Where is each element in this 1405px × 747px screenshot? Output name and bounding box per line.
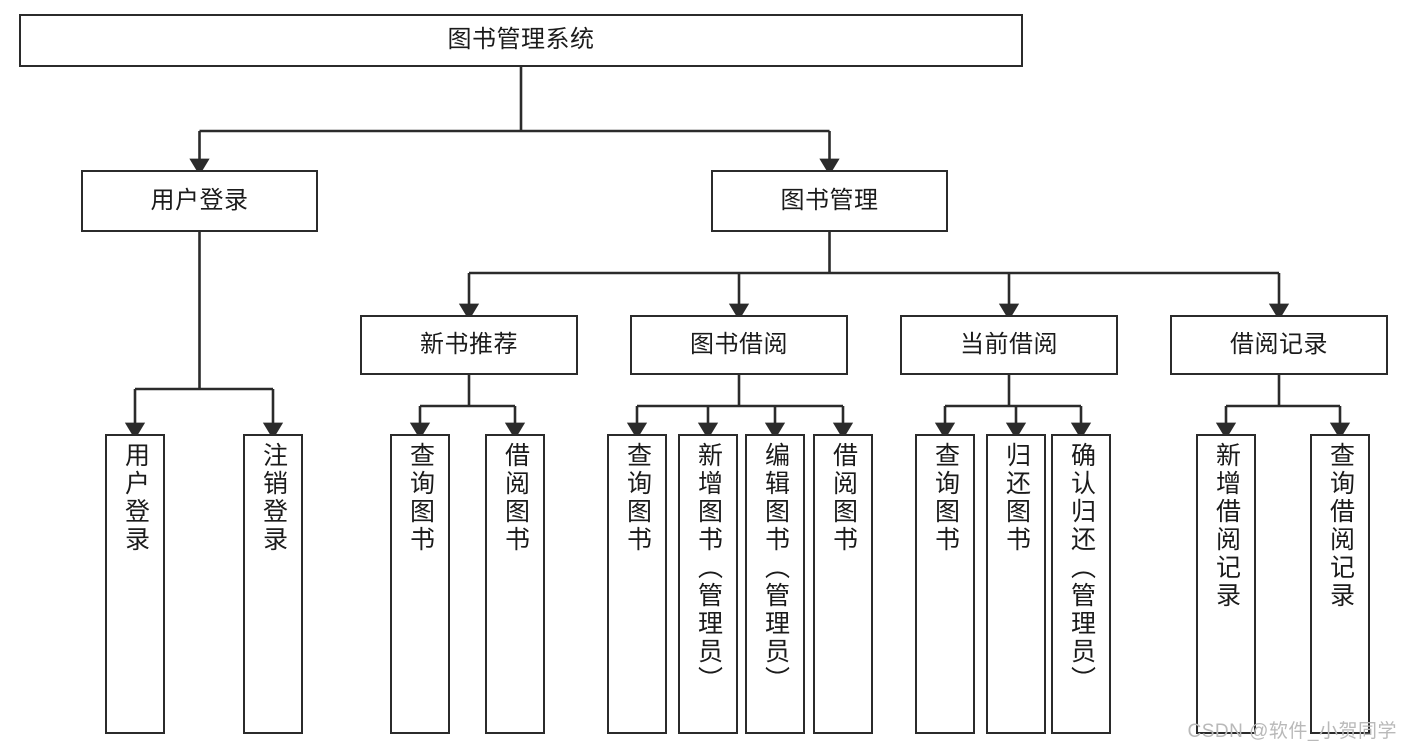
node-label: 确认归还（管理员） <box>1067 442 1096 694</box>
node-label: 新书推荐 <box>420 330 518 358</box>
node-leaf-edit-book[interactable]: 编辑图书（管理员） <box>745 434 805 734</box>
node-leaf-query-book-3[interactable]: 查询图书 <box>915 434 975 734</box>
node-label: 新增图书（管理员） <box>694 442 723 694</box>
node-label: 新增借阅记录 <box>1212 442 1241 610</box>
node-label: 图书借阅 <box>690 330 788 358</box>
node-borrow-record[interactable]: 借阅记录 <box>1170 315 1388 375</box>
node-leaf-borrow-book-2[interactable]: 借阅图书 <box>813 434 873 734</box>
node-leaf-logout[interactable]: 注销登录 <box>243 434 303 734</box>
node-label: 查询借阅记录 <box>1326 442 1355 610</box>
node-leaf-query-book-2[interactable]: 查询图书 <box>607 434 667 734</box>
node-book-manage[interactable]: 图书管理 <box>711 170 948 232</box>
node-leaf-borrow-book-1[interactable]: 借阅图书 <box>485 434 545 734</box>
node-label: 查询图书 <box>406 442 435 554</box>
node-label: 借阅图书 <box>829 442 858 554</box>
node-label: 当前借阅 <box>960 330 1058 358</box>
node-user-login[interactable]: 用户登录 <box>81 170 318 232</box>
node-leaf-query-record[interactable]: 查询借阅记录 <box>1310 434 1370 734</box>
node-leaf-return-book[interactable]: 归还图书 <box>986 434 1046 734</box>
node-label: 归还图书 <box>1002 442 1031 554</box>
node-current-borrow[interactable]: 当前借阅 <box>900 315 1118 375</box>
node-label: 编辑图书（管理员） <box>761 442 790 694</box>
node-label: 借阅图书 <box>501 442 530 554</box>
node-label: 借阅记录 <box>1230 330 1328 358</box>
node-label: 图书管理系统 <box>447 26 595 54</box>
node-label: 查询图书 <box>931 442 960 554</box>
node-new-book-rec[interactable]: 新书推荐 <box>360 315 578 375</box>
node-label: 用户登录 <box>150 186 249 214</box>
node-label: 图书管理 <box>780 186 879 214</box>
node-label: 用户登录 <box>121 442 150 554</box>
node-leaf-query-book-1[interactable]: 查询图书 <box>390 434 450 734</box>
node-leaf-add-book[interactable]: 新增图书（管理员） <box>678 434 738 734</box>
node-leaf-confirm-return[interactable]: 确认归还（管理员） <box>1051 434 1111 734</box>
node-root[interactable]: 图书管理系统 <box>19 14 1023 67</box>
node-leaf-user-login[interactable]: 用户登录 <box>105 434 165 734</box>
node-book-borrow[interactable]: 图书借阅 <box>630 315 848 375</box>
node-label: 查询图书 <box>623 442 652 554</box>
node-label: 注销登录 <box>259 442 288 554</box>
node-leaf-add-record[interactable]: 新增借阅记录 <box>1196 434 1256 734</box>
